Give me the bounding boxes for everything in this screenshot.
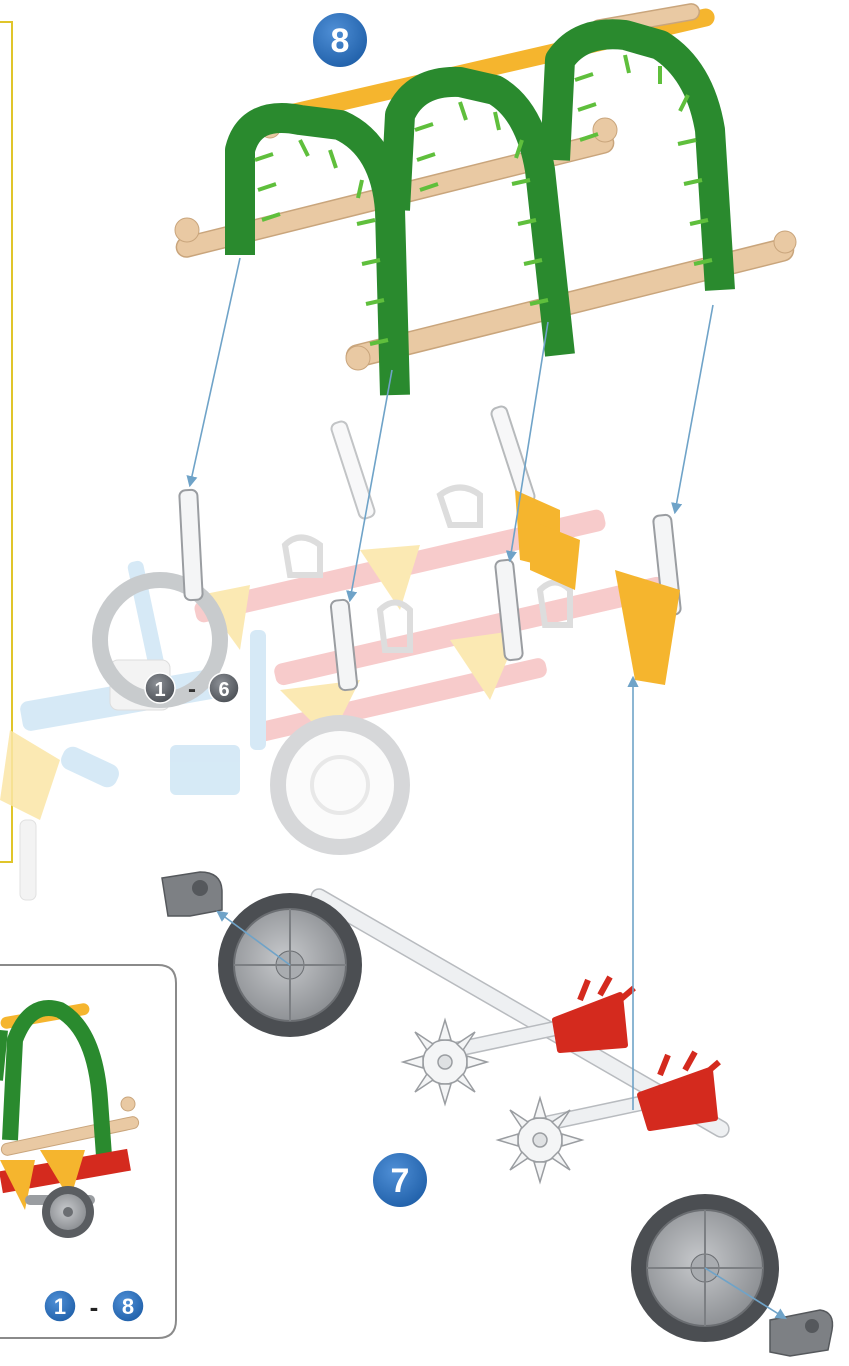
step-8-number: 8 bbox=[331, 22, 350, 60]
end-cap-icon bbox=[770, 1310, 833, 1356]
range-1-6-badge: 1 - 6 bbox=[145, 673, 239, 703]
red-connector-icon bbox=[555, 977, 634, 1050]
connector-icon bbox=[175, 218, 199, 242]
connector-icon bbox=[774, 231, 796, 253]
range-1-6-from: 1 bbox=[154, 679, 165, 701]
range-1-6-separator: - bbox=[188, 676, 196, 703]
range-1-8-badge: 1 - 8 bbox=[44, 1290, 144, 1322]
range-1-8-from: 1 bbox=[54, 1294, 66, 1319]
faded-wheel-icon bbox=[278, 723, 402, 847]
assembly-arrow-icon bbox=[675, 305, 713, 512]
step-7-number: 7 bbox=[391, 1162, 410, 1200]
connector-icon bbox=[346, 346, 370, 370]
end-cap-icon bbox=[162, 872, 222, 916]
red-connector-icon bbox=[640, 1052, 719, 1128]
gear-connector-icon bbox=[498, 1098, 582, 1182]
connector-icon bbox=[593, 118, 617, 142]
step-8-badge: 8 bbox=[312, 12, 368, 68]
range-1-8-separator: - bbox=[90, 1292, 99, 1322]
range-1-8-to: 8 bbox=[122, 1294, 134, 1319]
step-8-arch-assembly bbox=[174, 3, 796, 395]
green-arch-icon bbox=[555, 34, 720, 290]
preview-panel bbox=[0, 965, 176, 1338]
gear-connector-icon bbox=[403, 1020, 487, 1104]
assembly-arrow-icon bbox=[190, 258, 240, 485]
step-7-badge: 7 bbox=[372, 1152, 428, 1208]
range-1-6-to: 6 bbox=[218, 679, 229, 701]
